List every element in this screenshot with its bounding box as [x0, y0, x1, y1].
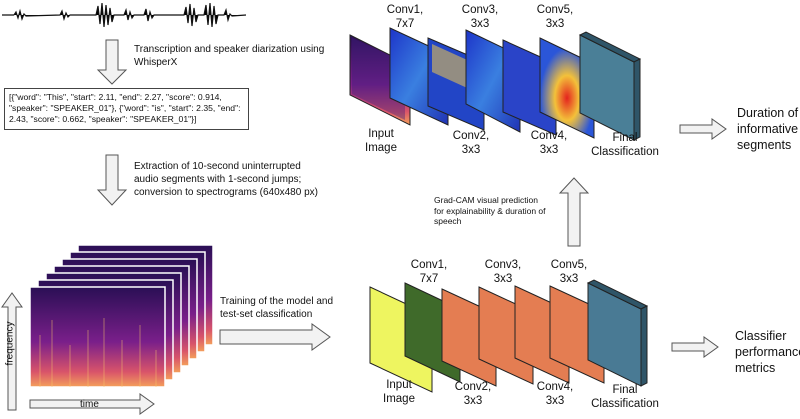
- audio-waveform: [2, 2, 247, 28]
- gradcam-line-2: for explainability & duration of: [434, 205, 546, 216]
- step2-line-2: audio segments with 1-second jumps;: [134, 174, 302, 185]
- bottom-conv3-kernel: 3x3: [493, 273, 513, 285]
- bottom-conv4-name: Conv4,: [536, 381, 574, 393]
- flow-arrows: [96, 39, 727, 358]
- gradcam-line-3: speech: [434, 216, 462, 226]
- top-conv3-name: Conv3,: [461, 4, 499, 16]
- top-final-label: Final Classification: [580, 131, 670, 159]
- bottom-input-label: Input Image: [374, 378, 424, 406]
- top-network-layers: [349, 27, 642, 141]
- output-bottom-label: Classifier performance metrics: [735, 328, 800, 376]
- frequency-axis-label: frequency: [4, 321, 16, 366]
- gradcam-caption: Grad-CAM visual prediction for explainab…: [434, 195, 584, 227]
- top-final-l1: Final: [612, 132, 638, 144]
- top-conv5-kernel: 3x3: [545, 18, 565, 30]
- step3-line-2: test-set classification: [220, 309, 313, 320]
- bottom-input-l1: Input: [386, 379, 412, 391]
- bottom-conv2-kernel: 3x3: [463, 395, 483, 407]
- bottom-conv4-label: Conv4, 3x3: [530, 380, 580, 408]
- bottom-conv4-kernel: 3x3: [545, 395, 565, 407]
- bottom-input-l2: Image: [383, 393, 415, 405]
- top-conv2-name: Conv2,: [452, 130, 490, 142]
- step2-line-3: conversion to spectrograms (640x480 px): [134, 187, 318, 198]
- bottom-final-label: Final Classification: [580, 383, 670, 411]
- bottom-conv2-label: Conv2, 3x3: [448, 380, 498, 408]
- top-final-l2: Classification: [591, 146, 659, 158]
- top-input-l1: Input: [368, 128, 394, 140]
- top-conv3-label: Conv3, 3x3: [455, 3, 505, 31]
- bottom-conv1-name: Conv1,: [410, 259, 448, 271]
- bottom-conv5-label: Conv5, 3x3: [544, 258, 594, 286]
- top-input-l2: Image: [365, 142, 397, 154]
- output-bottom-l2: performance: [735, 345, 800, 359]
- step3-caption: Training of the model and test-set class…: [220, 295, 360, 321]
- step1-caption: Transcription and speaker diarization us…: [134, 43, 334, 69]
- bottom-network-layers: [369, 279, 649, 393]
- output-bottom-l3: metrics: [735, 361, 776, 375]
- spectrogram-stack: [29, 244, 214, 388]
- json-line-3: 2.43, "score": 0.662, "speaker": "SPEAKE…: [9, 114, 197, 124]
- output-top-l3: segments: [737, 138, 792, 152]
- top-input-label: Input Image: [356, 127, 406, 155]
- step1-text: Transcription and speaker diarization us…: [134, 44, 325, 68]
- output-top-label: Duration of informative segments: [737, 105, 800, 153]
- bottom-final-l1: Final: [612, 384, 638, 396]
- json-example-box: [{"word": "This", "start": 2.11, "end": …: [4, 88, 249, 130]
- output-bottom-l1: Classifier: [735, 329, 787, 343]
- bottom-conv1-kernel: 7x7: [419, 273, 439, 285]
- top-conv2-kernel: 3x3: [461, 144, 481, 156]
- step2-caption: Extraction of 10-second uninterrupted au…: [134, 160, 354, 199]
- top-conv4-kernel: 3x3: [539, 144, 559, 156]
- step3-line-1: Training of the model and: [220, 296, 334, 307]
- bottom-conv5-kernel: 3x3: [559, 273, 579, 285]
- spectrogram-axis-arrows: [1, 292, 155, 415]
- top-conv3-kernel: 3x3: [470, 18, 490, 30]
- bottom-conv5-name: Conv5,: [550, 259, 588, 271]
- bottom-conv2-name: Conv2,: [454, 381, 492, 393]
- top-conv4-name: Conv4,: [530, 130, 568, 142]
- step2-line-1: Extraction of 10-second uninterrupted: [134, 161, 301, 172]
- top-conv2-label: Conv2, 3x3: [446, 129, 496, 157]
- top-conv5-label: Conv5, 3x3: [530, 3, 580, 31]
- time-axis-label: time: [80, 399, 99, 410]
- top-conv1-label: Conv1, 7x7: [380, 3, 430, 31]
- top-conv1-name: Conv1,: [386, 4, 424, 16]
- top-conv4-label: Conv4, 3x3: [524, 129, 574, 157]
- bottom-conv3-name: Conv3,: [484, 259, 522, 271]
- output-top-l2: informative: [737, 122, 799, 136]
- gradcam-line-1: Grad-CAM visual prediction: [434, 195, 538, 205]
- output-top-l1: Duration of: [737, 106, 799, 120]
- top-conv5-name: Conv5,: [536, 4, 574, 16]
- top-conv1-kernel: 7x7: [395, 18, 415, 30]
- json-line-2: "speaker": "SPEAKER_01"}, {"word": "is",…: [9, 103, 241, 113]
- bottom-conv1-label: Conv1, 7x7: [404, 258, 454, 286]
- bottom-conv3-label: Conv3, 3x3: [478, 258, 528, 286]
- json-line-1: [{"word": "This", "start": 2.11, "end": …: [9, 92, 222, 102]
- bottom-final-l2: Classification: [591, 398, 659, 410]
